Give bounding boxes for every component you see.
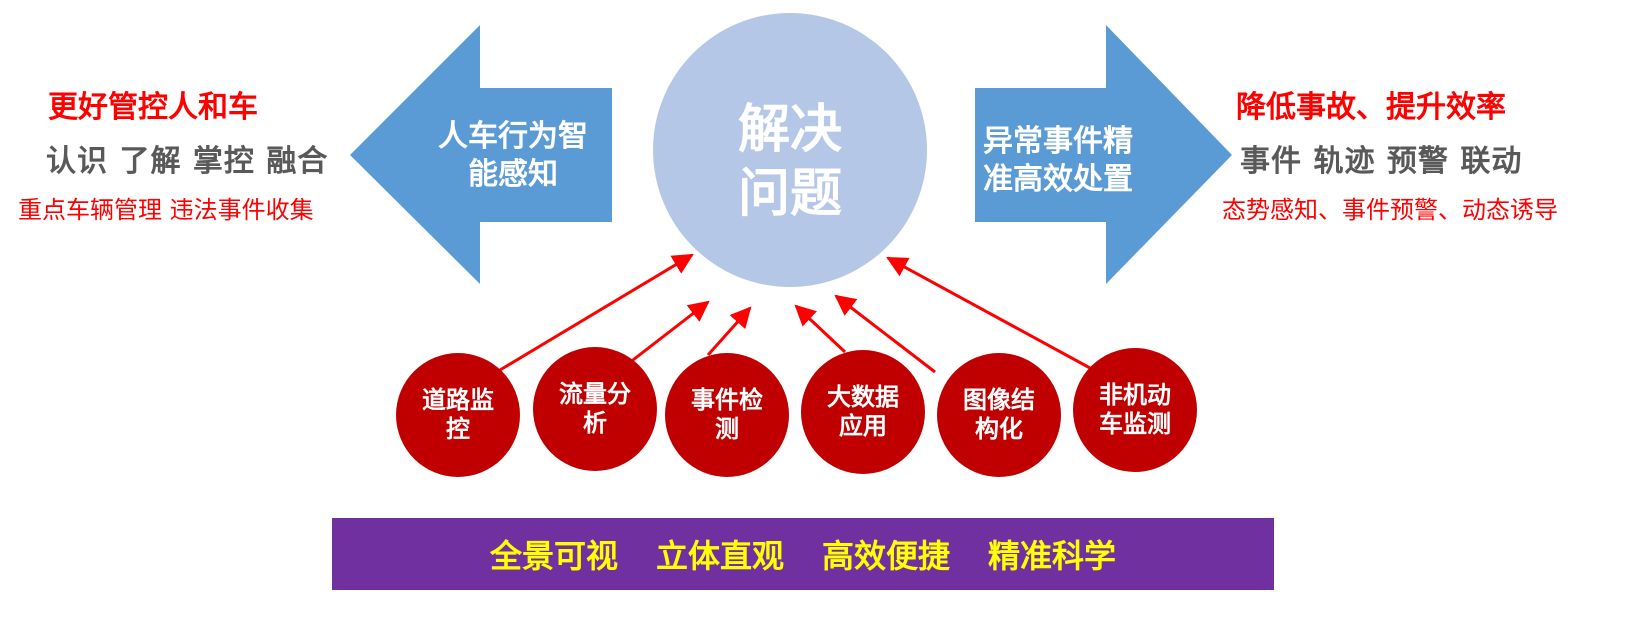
core-circle [653, 13, 927, 287]
right-title: 降低事故、提升效率 [1236, 90, 1506, 125]
node-image-structuring: 图像结构化 [937, 353, 1061, 477]
connector-arrow [834, 294, 936, 374]
node-event-detection: 事件检测 [665, 353, 789, 477]
core-label: 解决问题 [737, 100, 842, 224]
node-road-monitoring: 道路监控 [396, 353, 520, 477]
right-note: 态势感知、事件预警、动态诱导 [1222, 196, 1558, 224]
connector-arrow [794, 304, 847, 354]
connector-arrow [499, 253, 694, 372]
banner-item: 立体直观 [655, 537, 784, 575]
left-block-arrow [350, 25, 612, 284]
node-non-motor-vehicle-monitoring: 非机动车监测 [1073, 348, 1197, 472]
bottom-banner: 全景可视 立体直观 高效便捷 精准科学 [332, 518, 1274, 590]
right-subtitle: 事件 轨迹 预警 联动 [1240, 144, 1523, 179]
node-big-data-application: 大数据应用 [801, 350, 925, 474]
left-subtitle: 认识 了解 掌控 融合 [46, 144, 329, 179]
banner-item: 全景可视 [489, 537, 618, 575]
node-traffic-flow-analysis: 流量分析 [533, 347, 657, 471]
banner-item: 高效便捷 [822, 537, 951, 575]
connector-arrow [619, 300, 710, 372]
left-arrow-label: 人车行为智能感知 [438, 119, 588, 192]
right-block-arrow [975, 25, 1232, 284]
banner-item: 精准科学 [988, 537, 1117, 575]
connector-arrow [886, 256, 1091, 370]
left-title: 更好管控人和车 [48, 90, 258, 125]
right-arrow-label: 异常事件精准高效处置 [983, 124, 1133, 197]
left-note: 重点车辆管理 违法事件收集 [18, 196, 314, 224]
connector-arrow [706, 306, 752, 356]
